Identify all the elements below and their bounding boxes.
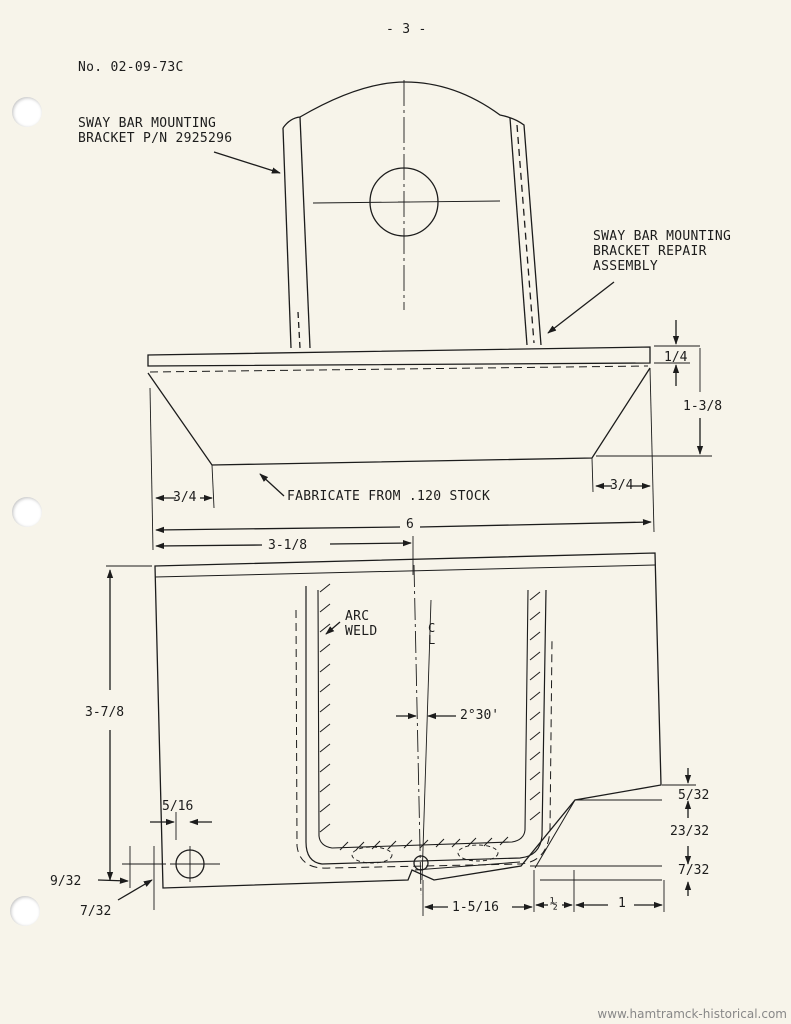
binder-hole-bottom [10,896,40,926]
bracket-side-view [282,80,542,349]
watermark: www.hamtramck-historical.com [597,1007,787,1021]
dim-3-4-right: 3/4 [610,478,634,493]
dim-5-16: 5/16 [162,799,194,814]
arc-weld-label: ARC WELD [345,609,378,639]
dim-angle: 2°30' [460,708,500,723]
sway-bar-bracket-label: SWAY BAR MOUNTING BRACKET P/N 2925296 [78,116,233,146]
dim-3-7-8: 3-7/8 [85,705,125,720]
binder-hole-top [12,97,42,127]
dim-half: ½ [550,897,558,912]
base-plate-side-view [147,345,712,551]
dim-1-5-16: 1-5/16 [452,900,499,915]
repair-assembly-label: SWAY BAR MOUNTING BRACKET REPAIR ASSEMBL… [593,229,732,274]
dim-1-3-8: 1-3/8 [683,399,723,414]
dim-9-32: 9/32 [50,874,82,889]
dim-7-32-right: 7/32 [678,863,710,878]
dim-3-1-8: 3-1/8 [268,538,308,553]
dim-3-4-left: 3/4 [173,490,197,505]
document-number: No. 02-09-73C [78,60,184,75]
dim-6: 6 [406,517,414,532]
plate-top-view [154,552,662,896]
dim-1-4: 1/4 [664,350,688,365]
centerline-symbol: C L [428,621,436,647]
dim-7-32-left: 7/32 [80,904,112,919]
dim-5-32: 5/32 [678,788,710,803]
dim-1: 1 [618,896,626,911]
page-number: - 3 - [386,22,427,37]
fabricate-note: FABRICATE FROM .120 STOCK [287,489,491,504]
binder-hole-middle [12,497,42,527]
dim-23-32: 23/32 [670,824,710,839]
